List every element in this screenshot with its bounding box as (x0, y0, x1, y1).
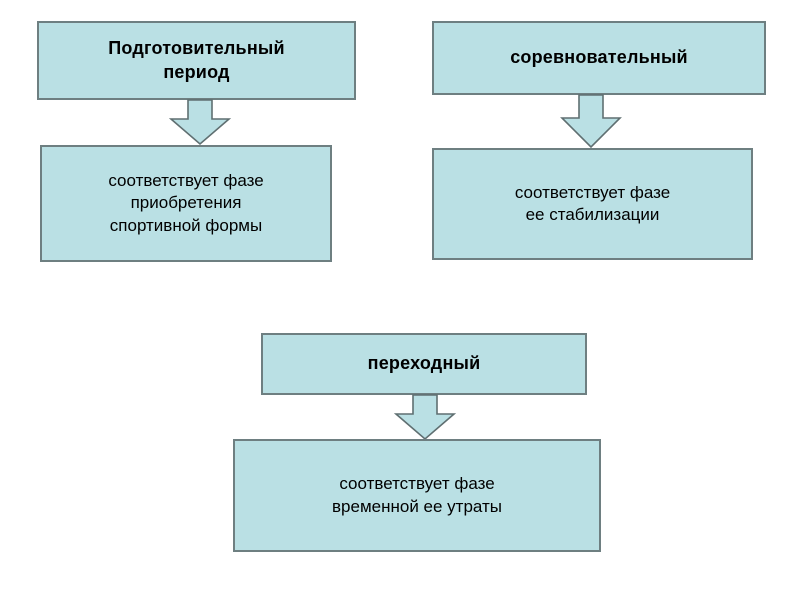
node-competitive-period[interactable]: соревновательный (432, 21, 766, 95)
node-preparatory-period-label: Подготовительный период (108, 37, 285, 82)
node-transitional-period-label: переходный (367, 353, 481, 374)
node-competitive-period-label: соревновательный (510, 47, 688, 68)
down-block-arrow-icon-preparatory (168, 99, 232, 146)
node-preparatory-period-description[interactable]: соответствует фазе приобретения спортивн… (40, 145, 332, 262)
node-preparatory-period-description-label: соответствует фазе приобретения спортивн… (108, 170, 264, 235)
node-competitive-period-description[interactable]: соответствует фазе ее стабилизации (432, 148, 753, 260)
node-preparatory-period[interactable]: Подготовительный период (37, 21, 356, 100)
down-block-arrow-icon-competitive (560, 94, 622, 149)
node-transitional-period-description[interactable]: соответствует фазе временной ее утраты (233, 439, 601, 552)
node-transitional-period[interactable]: переходный (261, 333, 587, 395)
node-transitional-period-description-label: соответствует фазе временной ее утраты (332, 474, 502, 516)
down-block-arrow-icon-transitional (393, 394, 457, 441)
node-competitive-period-description-label: соответствует фазе ее стабилизации (514, 182, 671, 224)
